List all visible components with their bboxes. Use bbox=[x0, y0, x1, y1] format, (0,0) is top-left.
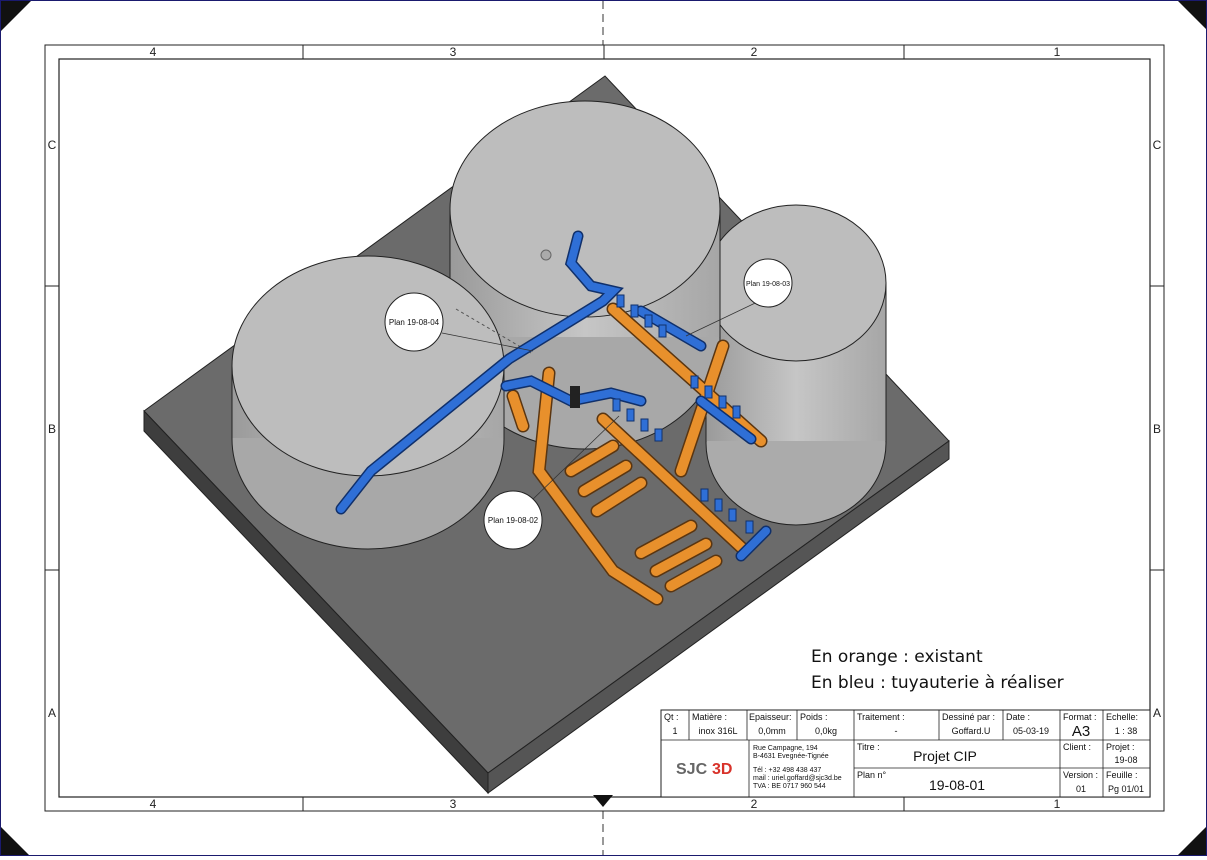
tel: Tél : +32 498 438 437 bbox=[753, 767, 821, 774]
valve bbox=[570, 386, 580, 408]
title-block: Qt : 1 Matière : inox 316L Epaisseur: 0,… bbox=[660, 709, 1151, 798]
zone-row-c-left: C bbox=[48, 138, 57, 152]
mail: mail : uriel.goffard@sjc3d.be bbox=[753, 775, 842, 782]
corner-mark-tr bbox=[1178, 1, 1206, 29]
epaisseur-value: 0,0mm bbox=[758, 726, 786, 736]
svg-text:Plan 19-08-04: Plan 19-08-04 bbox=[389, 318, 440, 327]
zone-col-1-top: 1 bbox=[1054, 45, 1061, 59]
corner-mark-bl bbox=[1, 827, 29, 855]
version-label: Version : bbox=[1063, 770, 1098, 780]
date-value: 05-03-19 bbox=[1013, 726, 1049, 736]
company-logo: SJC 3D bbox=[676, 761, 732, 778]
dessine-label: Dessiné par : bbox=[942, 712, 995, 722]
zone-col-4-bottom: 4 bbox=[150, 797, 157, 811]
version-value: 01 bbox=[1076, 784, 1086, 794]
zone-col-3-bottom: 3 bbox=[450, 797, 457, 811]
echelle-label: Echelle: bbox=[1106, 712, 1138, 722]
tank-right bbox=[705, 204, 887, 526]
qt-label: Qt : bbox=[664, 712, 679, 722]
traitement-value: - bbox=[895, 726, 898, 736]
callout-plan-02[interactable]: Plan 19-08-02 bbox=[483, 490, 543, 550]
echelle-value: 1 : 38 bbox=[1115, 726, 1138, 736]
zone-row-b-right: B bbox=[1153, 422, 1161, 436]
new-piping bbox=[335, 230, 772, 562]
callout-plan-03[interactable]: Plan 19-08-03 bbox=[743, 258, 793, 308]
existing-piping bbox=[506, 302, 768, 606]
callout-plan-04[interactable]: Plan 19-08-04 bbox=[384, 292, 444, 352]
plan-label: Plan n° bbox=[857, 770, 887, 780]
corner-mark-tl bbox=[1, 1, 31, 31]
svg-text:Plan 19-08-03: Plan 19-08-03 bbox=[746, 281, 790, 288]
matiere-value: inox 316L bbox=[698, 726, 737, 736]
zone-row-c-right: C bbox=[1153, 138, 1162, 152]
matiere-label: Matière : bbox=[692, 712, 727, 722]
zone-col-4-top: 4 bbox=[150, 45, 157, 59]
svg-text:SJC: SJC bbox=[676, 761, 708, 778]
poids-label: Poids : bbox=[800, 712, 828, 722]
isometric-model bbox=[143, 75, 950, 795]
address-line-1: Rue Campagne, 194 bbox=[753, 745, 818, 752]
zone-col-3-top: 3 bbox=[450, 45, 457, 59]
date-label: Date : bbox=[1006, 712, 1030, 722]
zone-col-1-bottom: 1 bbox=[1054, 797, 1061, 811]
tva: TVA : BE 0717 960 544 bbox=[753, 783, 826, 790]
address-line-2: B-4631 Evegnée-Tignée bbox=[753, 753, 829, 760]
zone-row-b-left: B bbox=[48, 422, 56, 436]
projet-label: Projet : bbox=[1106, 742, 1135, 752]
zone-row-a-left: A bbox=[48, 706, 56, 720]
client-label: Client : bbox=[1063, 742, 1091, 752]
traitement-label: Traitement : bbox=[857, 712, 905, 722]
poids-value: 0,0kg bbox=[815, 726, 837, 736]
center-arrow-mark bbox=[593, 795, 613, 807]
feuille-label: Feuille : bbox=[1106, 770, 1138, 780]
corner-mark-br bbox=[1178, 827, 1206, 855]
svg-text:3D: 3D bbox=[712, 761, 732, 778]
epaisseur-label: Epaisseur: bbox=[749, 712, 792, 722]
format-value: A3 bbox=[1072, 723, 1090, 740]
legend-new: En bleu : tuyauterie à réaliser bbox=[811, 673, 1064, 693]
titre-label: Titre : bbox=[857, 742, 880, 752]
svg-text:Plan 19-08-02: Plan 19-08-02 bbox=[488, 516, 539, 525]
zone-dividers bbox=[45, 45, 1164, 811]
titre-value: Projet CIP bbox=[913, 748, 977, 764]
plan-value: 19-08-01 bbox=[929, 777, 985, 793]
legend-existing: En orange : existant bbox=[811, 647, 983, 667]
dessine-value: Goffard.U bbox=[952, 726, 991, 736]
format-label: Format : bbox=[1063, 712, 1097, 722]
zone-col-2-bottom: 2 bbox=[751, 797, 758, 811]
feuille-value: Pg 01/01 bbox=[1108, 784, 1144, 794]
qt-value: 1 bbox=[672, 726, 677, 736]
zone-row-a-right: A bbox=[1153, 706, 1161, 720]
projet-value: 19-08 bbox=[1114, 755, 1137, 765]
zone-col-2-top: 2 bbox=[751, 45, 758, 59]
